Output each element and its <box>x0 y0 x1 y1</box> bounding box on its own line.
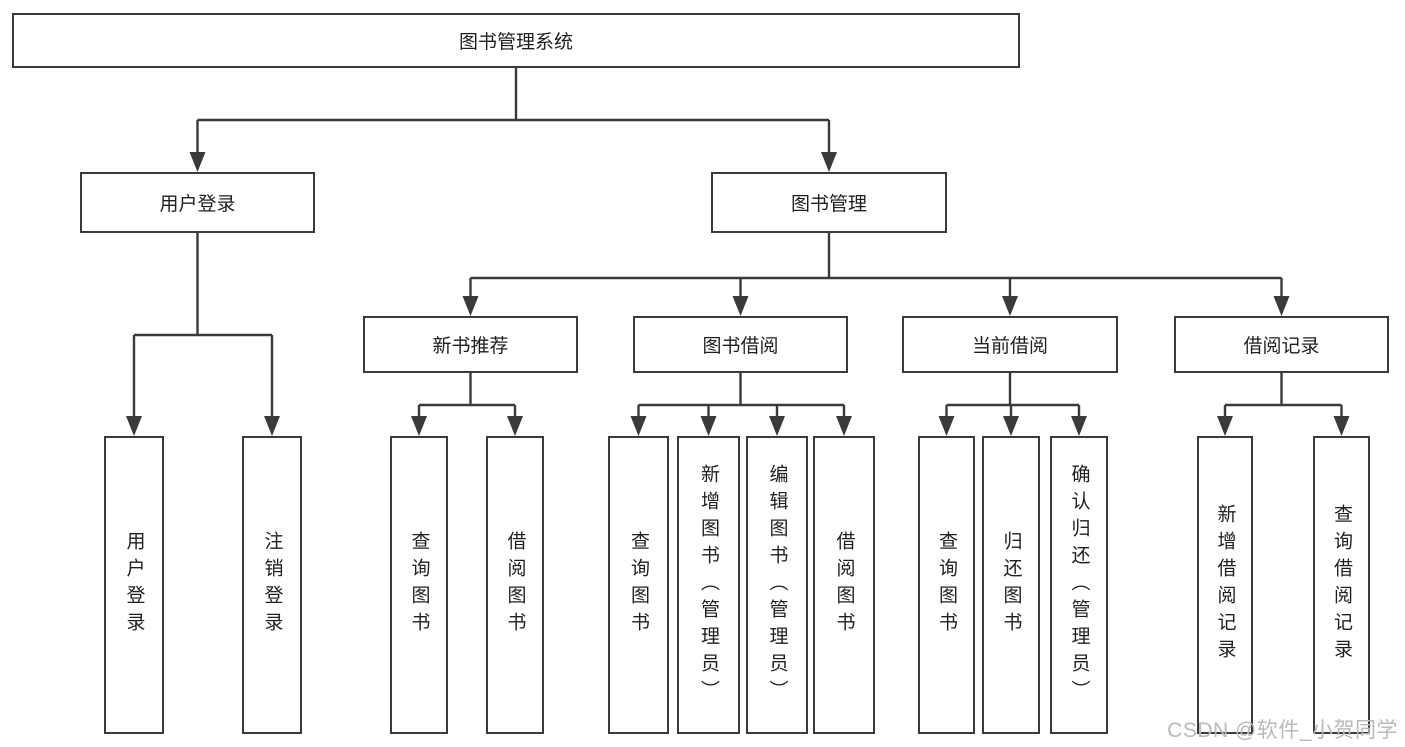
node-root-system: 图书管理系统 <box>12 13 1020 68</box>
node-leaf-borrow-books-2: 借阅图书 <box>813 436 875 734</box>
node-borrowing-records: 借阅记录 <box>1174 316 1389 373</box>
node-leaf-label: 借阅图书 <box>833 531 855 639</box>
node-book-management-branch: 图书管理 <box>711 172 947 233</box>
node-leaf-edit-books-admin: 编辑图书（管理员） <box>746 436 808 734</box>
node-leaf-label: 用户登录 <box>123 531 145 639</box>
node-leaf-label: 归还图书 <box>1000 531 1022 639</box>
node-new-book-recommendation: 新书推荐 <box>363 316 578 373</box>
node-current-borrowing: 当前借阅 <box>902 316 1118 373</box>
node-leaf-label: 查询借阅记录 <box>1331 504 1352 666</box>
node-user-login-branch: 用户登录 <box>80 172 315 233</box>
node-leaf-label: 查询图书 <box>628 531 649 639</box>
node-leaf-label: 确认归还（管理员） <box>1068 463 1090 707</box>
node-leaf-query-books-2: 查询图书 <box>608 436 669 734</box>
node-leaf-label: 新增图书（管理员） <box>698 463 719 707</box>
node-leaf-label: 新增借阅记录 <box>1214 504 1236 666</box>
node-leaf-query-borrow-record: 查询借阅记录 <box>1313 436 1370 734</box>
node-leaf-borrow-books-1: 借阅图书 <box>486 436 544 734</box>
node-leaf-add-books-admin: 新增图书（管理员） <box>677 436 740 734</box>
node-leaf-add-borrow-record: 新增借阅记录 <box>1197 436 1253 734</box>
node-leaf-label: 借阅图书 <box>504 531 526 639</box>
node-book-borrowing: 图书借阅 <box>633 316 848 373</box>
node-leaf-query-books-1: 查询图书 <box>390 436 448 734</box>
node-leaf-label: 查询图书 <box>408 531 430 639</box>
node-leaf-label: 编辑图书（管理员） <box>766 463 788 707</box>
node-leaf-return-books: 归还图书 <box>982 436 1040 734</box>
node-leaf-label: 查询图书 <box>936 531 957 639</box>
node-leaf-user-login: 用户登录 <box>104 436 164 734</box>
watermark: CSDN @软件_小贺同学 <box>1167 719 1398 742</box>
node-leaf-label: 注销登录 <box>261 531 283 639</box>
node-leaf-query-books-3: 查询图书 <box>918 436 975 734</box>
node-leaf-logout: 注销登录 <box>242 436 302 734</box>
node-leaf-confirm-return-admin: 确认归还（管理员） <box>1050 436 1108 734</box>
